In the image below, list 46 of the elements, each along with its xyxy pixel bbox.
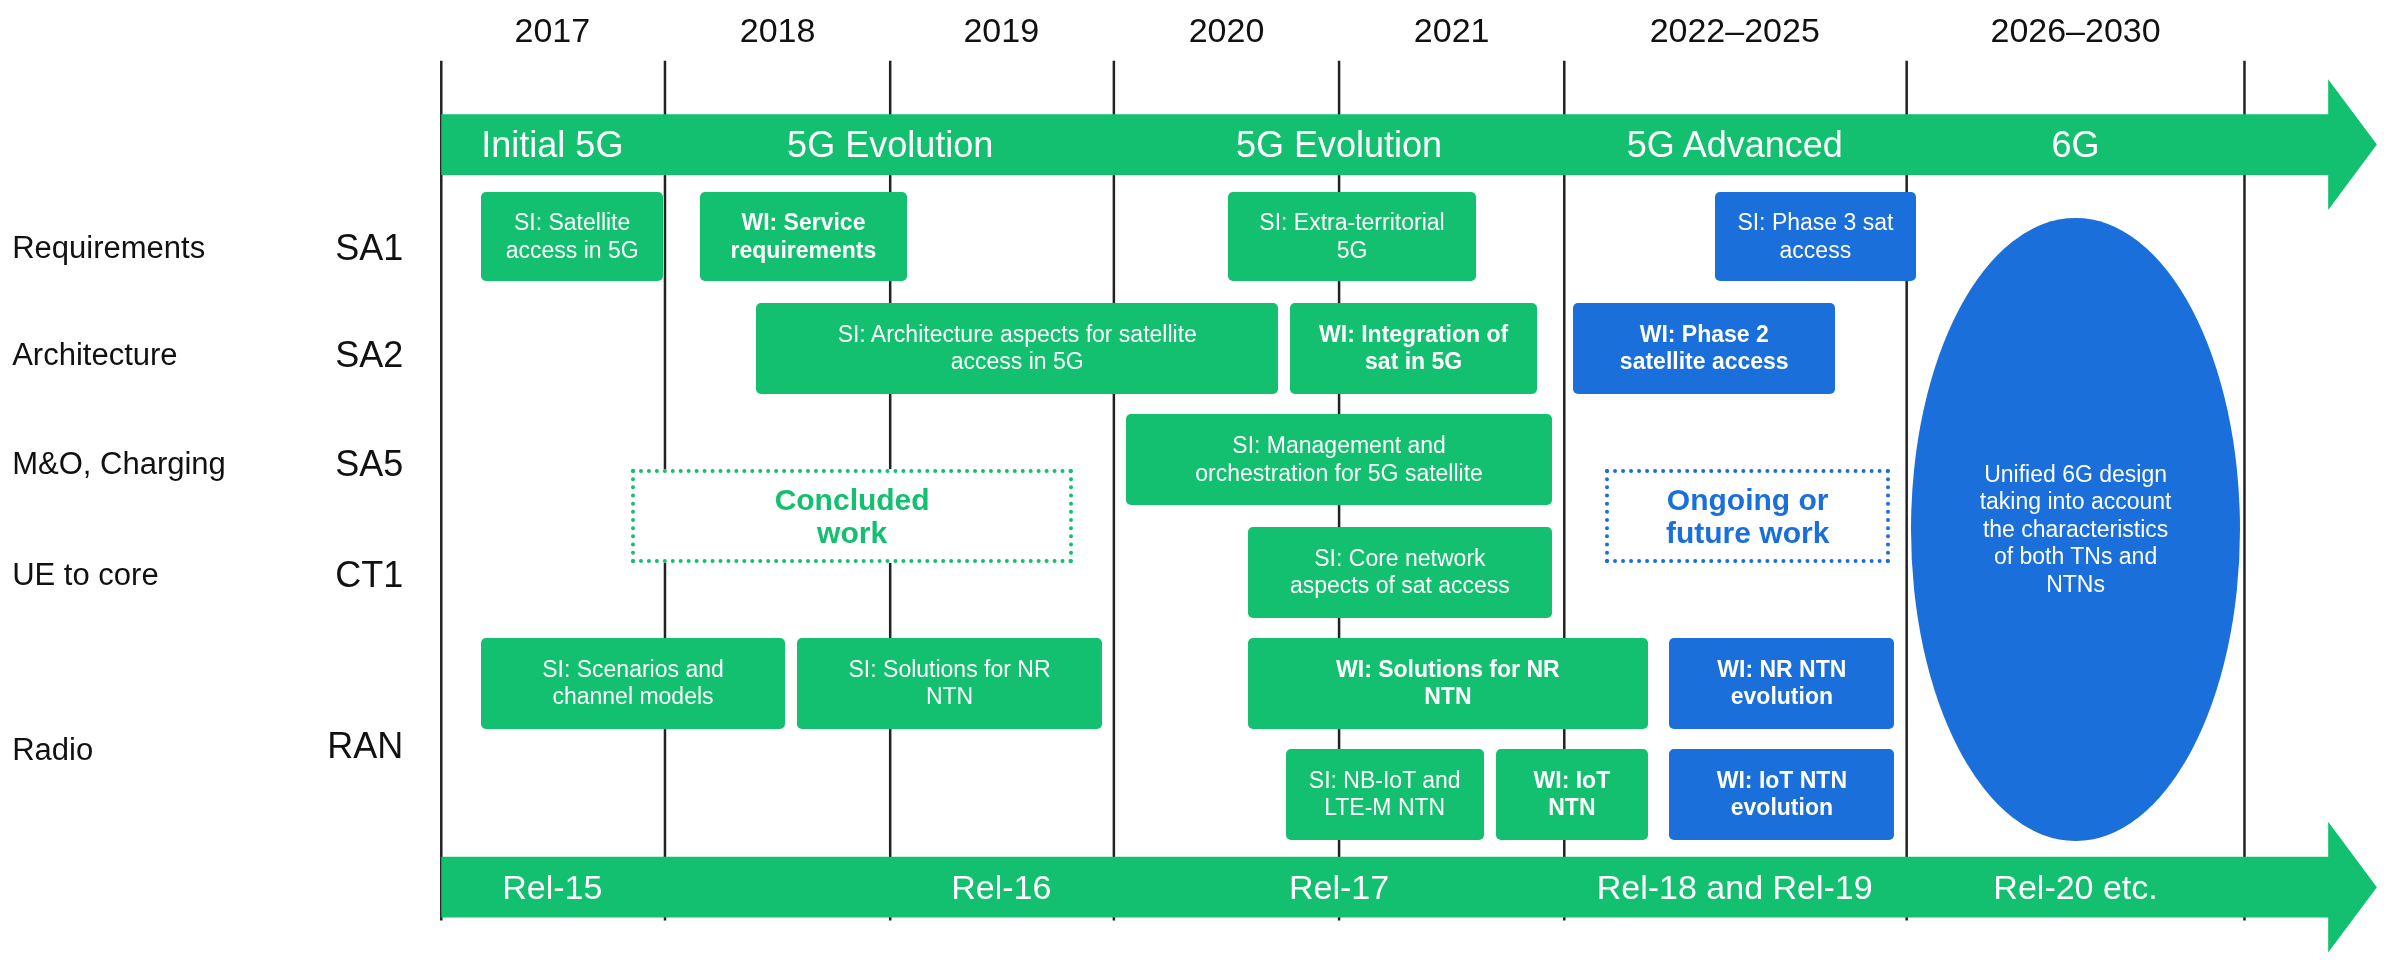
study-item-box: SI: Extra-territorial 5G <box>1228 191 1476 282</box>
study-item-box: SI: Phase 3 sat access <box>1714 191 1916 282</box>
study-item-box: SI: Architecture aspects for satellite access in 5G <box>756 302 1279 395</box>
work-item-box: WI: Service requirements <box>699 191 907 282</box>
study-item-box: SI: Core network aspects of sat access <box>1247 526 1553 618</box>
phase-label: 5G Evolution <box>1236 123 1443 166</box>
work-item-box: WI: Integration of sat in 5G <box>1290 302 1537 395</box>
study-item-box: SI: Solutions for NR NTN <box>797 637 1102 729</box>
area-label: Requirements <box>12 230 206 267</box>
year-label: 2020 <box>1188 10 1265 50</box>
area-label: M&O, Charging <box>12 446 226 483</box>
work-item-box: WI: Phase 2 satellite access <box>1573 302 1836 395</box>
working-group-label: RAN <box>327 724 404 767</box>
release-label: Rel-17 <box>1289 867 1390 907</box>
study-item-box: SI: Scenarios and channel models <box>480 637 786 729</box>
year-label: 2017 <box>514 10 591 50</box>
year-label: 2018 <box>739 10 816 50</box>
year-label: 2021 <box>1413 10 1490 50</box>
working-group-label: SA2 <box>335 333 404 376</box>
legend-note-box: Concluded work <box>631 468 1073 563</box>
work-item-box: WI: IoT NTN <box>1495 748 1648 840</box>
working-group-label: SA5 <box>335 443 404 486</box>
legend-note-box: Ongoing or future work <box>1605 468 1890 563</box>
year-label: 2022–2025 <box>1649 10 1820 50</box>
area-label: UE to core <box>12 557 159 594</box>
vision-ellipse: Unified 6G design taking into account the characteristics of both TNs and NTNs <box>1911 217 2240 842</box>
work-item-box: WI: Solutions for NR NTN <box>1247 637 1648 729</box>
release-label: Rel-18 and Rel-19 <box>1596 867 1873 907</box>
year-label: 2026–2030 <box>1990 10 2161 50</box>
area-label: Architecture <box>12 336 178 373</box>
working-group-label: SA1 <box>335 227 404 270</box>
area-label: Radio <box>12 732 94 769</box>
working-group-label: CT1 <box>335 554 404 597</box>
phase-label: 6G <box>2051 123 2100 166</box>
phase-label: 5G Evolution <box>787 123 994 166</box>
work-item-box: WI: IoT NTN evolution <box>1669 748 1895 840</box>
release-label: Rel-15 <box>502 867 603 907</box>
release-label: Rel-20 etc. <box>1993 867 2158 907</box>
study-item-box: SI: NB-IoT and LTE-M NTN <box>1285 748 1484 840</box>
phase-label: 5G Advanced <box>1626 123 1843 166</box>
work-item-box: WI: NR NTN evolution <box>1669 637 1895 729</box>
study-item-box: SI: Management and orchestration for 5G satellite <box>1126 413 1553 506</box>
release-label: Rel-16 <box>951 867 1052 907</box>
study-item-box: SI: Satellite access in 5G <box>480 191 664 282</box>
year-label: 2019 <box>963 10 1040 50</box>
phase-label: Initial 5G <box>481 123 624 166</box>
